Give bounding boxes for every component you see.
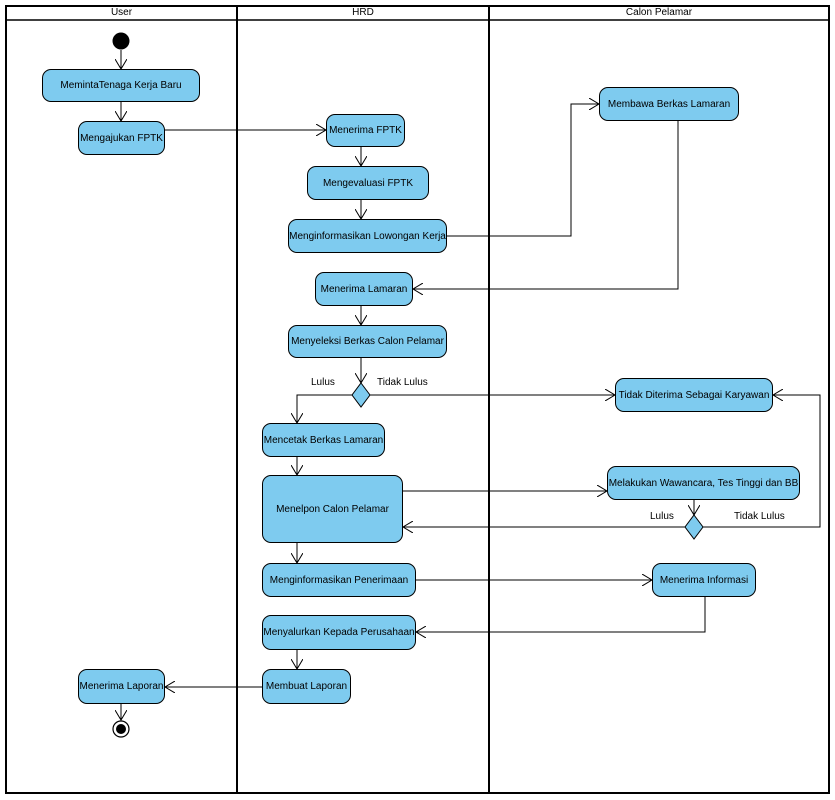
flow-membawa-berkas-to-menerima-lamaran (413, 121, 679, 289)
activity-menerima-fptk: Menerima FPTK (326, 114, 405, 147)
activity-mencetak-berkas: Mencetak Berkas Lamaran (262, 423, 385, 457)
lane-title-hrd: HRD (352, 7, 374, 18)
flow-menerima-informasi-to-menyalurkan (416, 597, 706, 632)
activity-menelpon-calon-pelamar: Menelpon Calon Pelamar (262, 475, 403, 543)
activity-menerima-informasi: Menerima Informasi (652, 563, 756, 597)
guard-tidak-lulus-2: Tidak Lulus (734, 511, 785, 522)
activity-mengevaluasi-fptk: Mengevaluasi FPTK (307, 166, 429, 200)
activity-menginformasikan-penerimaan: Menginformasikan Penerimaan (262, 563, 416, 597)
lane-title-user: User (110, 7, 133, 18)
guard-lulus-1: Lulus (311, 377, 335, 388)
decision-node-wawancara (684, 514, 704, 540)
decision-node-seleksi (351, 382, 371, 408)
activity-menerima-laporan: Menerima Laporan (78, 669, 165, 704)
activity-membuat-laporan: Membuat Laporan (262, 669, 351, 704)
activity-menyeleksi-berkas: Menyeleksi Berkas Calon Pelamar (288, 325, 447, 358)
activity-mengajukan-fptk: Mengajukan FPTK (78, 121, 165, 155)
flow-decision2-tidak-lulus (703, 395, 821, 528)
activity-melakukan-wawancara: Melakukan Wawancara, Tes Tinggi dan BB (607, 466, 800, 500)
initial-node (112, 32, 130, 50)
activity-tidak-diterima: Tidak Diterima Sebagai Karyawan (615, 378, 773, 412)
activity-menginformasikan-lowongan: Menginformasikan Lowongan Kerja (288, 219, 447, 253)
activity-menyalurkan-perusahaan: Menyalurkan Kepada Perusahaan (262, 615, 416, 650)
activity-menerima-lamaran: Menerima Lamaran (315, 272, 413, 306)
activity-membawa-berkas-lamaran: Membawa Berkas Lamaran (599, 87, 739, 121)
final-node-inner (116, 724, 126, 734)
guard-tidak-lulus-1: Tidak Lulus (377, 377, 428, 388)
guard-lulus-2: Lulus (650, 511, 674, 522)
lane-title-calon-pelamar: Calon Pelamar (625, 7, 693, 18)
flow-decision1-lulus (297, 394, 352, 423)
activity-meminta-tenaga-kerja: MemintaTenaga Kerja Baru (42, 69, 200, 102)
flow-lowongan-to-membawa-berkas (447, 104, 599, 237)
